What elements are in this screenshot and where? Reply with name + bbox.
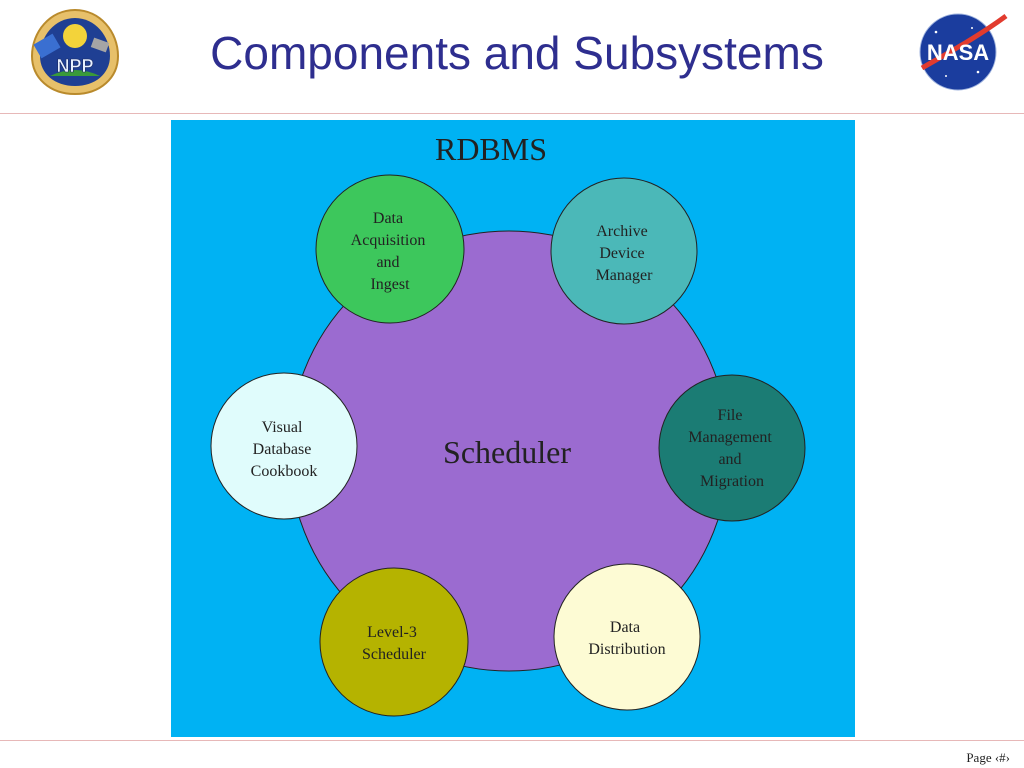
data-acquisition-line: Acquisition (351, 232, 426, 249)
rdbms-label: RDBMS (435, 131, 547, 167)
scheduler-label: Scheduler (443, 434, 571, 470)
nasa-logo-text: NASA (927, 40, 989, 65)
visual-database-cookbook-line: Database (253, 441, 312, 458)
archive-device-manager-line: Archive (596, 223, 648, 240)
visual-database-cookbook-line: Cookbook (251, 463, 318, 480)
data-acquisition-circle (315, 174, 465, 324)
level3-scheduler-line: Scheduler (362, 646, 427, 663)
npp-logo: NPP (22, 6, 128, 98)
data-acquisition-line: Data (373, 210, 403, 227)
data-distribution-label: Data Distribution (588, 619, 665, 658)
components-diagram: RDBMS Scheduler Data Acquisition and Ing… (171, 120, 855, 737)
slide-title: Components and Subsystems (210, 27, 824, 79)
visual-database-cookbook-label: Visual Database Cookbook (251, 419, 318, 480)
visual-database-cookbook-circle (210, 372, 358, 520)
data-acquisition-line: Ingest (370, 276, 410, 293)
archive-device-manager-line: Device (599, 245, 644, 262)
file-management-label: File Management and Migration (688, 407, 776, 490)
archive-device-manager-circle (550, 177, 698, 325)
component-level3-scheduler: Level-3 Scheduler (319, 567, 469, 717)
visual-database-cookbook-line: Visual (262, 419, 303, 436)
npp-logo-text: NPP (56, 56, 93, 76)
header-divider (0, 113, 1024, 114)
level3-scheduler-label: Level-3 Scheduler (362, 624, 427, 663)
level3-scheduler-circle (319, 567, 469, 717)
file-management-line: Management (688, 429, 772, 446)
data-distribution-line: Data (610, 619, 640, 636)
component-data-acquisition: Data Acquisition and Ingest (315, 174, 465, 324)
component-visual-database-cookbook: Visual Database Cookbook (210, 372, 358, 520)
footer-divider (0, 740, 1024, 741)
archive-device-manager-label: Archive Device Manager (596, 223, 654, 284)
data-distribution-line: Distribution (588, 641, 665, 658)
archive-device-manager-line: Manager (596, 267, 654, 284)
page-number: Page ‹#› (966, 750, 1010, 765)
data-distribution-circle (553, 563, 701, 711)
file-management-line: Migration (700, 473, 764, 490)
file-management-line: File (718, 407, 743, 424)
level3-scheduler-line: Level-3 (367, 624, 417, 641)
data-acquisition-label: Data Acquisition and Ingest (351, 210, 430, 293)
component-file-management: File Management and Migration (658, 374, 806, 522)
file-management-line: and (718, 451, 741, 468)
component-data-distribution: Data Distribution (553, 563, 701, 711)
file-management-circle (658, 374, 806, 522)
nasa-logo: NASA (906, 6, 1012, 98)
component-archive-device-manager: Archive Device Manager (550, 177, 698, 325)
data-acquisition-line: and (376, 254, 399, 271)
